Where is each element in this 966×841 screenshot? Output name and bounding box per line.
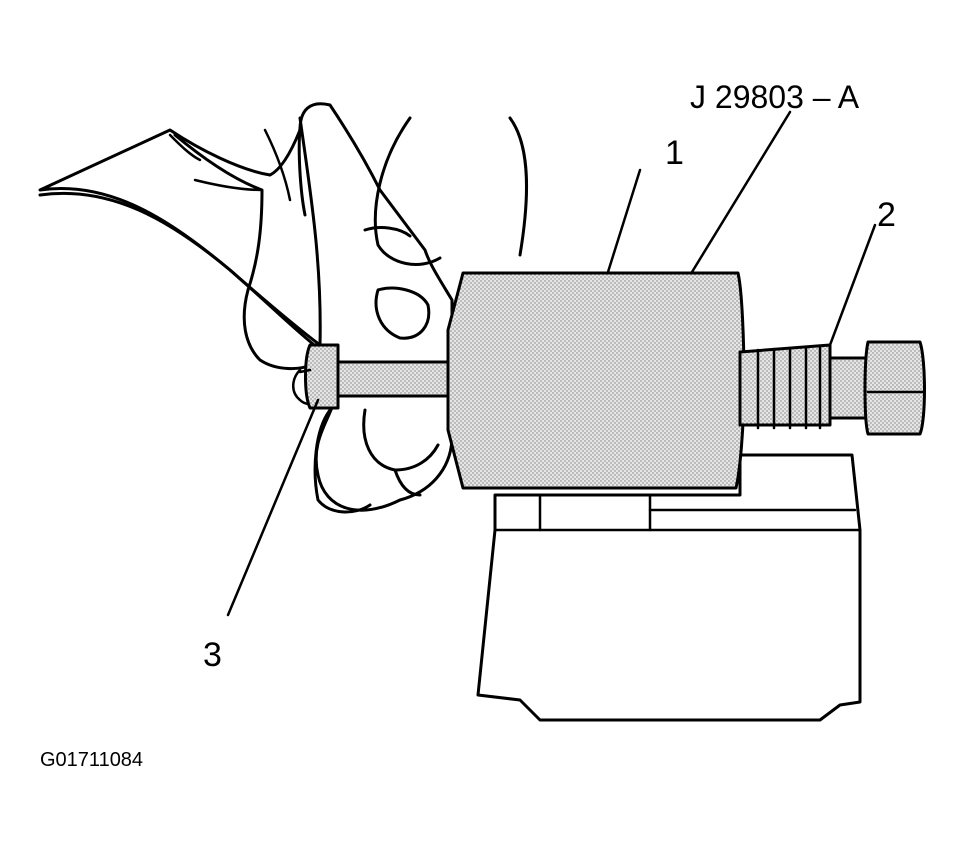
callout-2: 2 [877,196,896,234]
tool-number-label: J 29803 – A [690,79,860,115]
end-nut [863,340,926,436]
slide-weight [446,271,746,490]
threaded-section [738,343,832,430]
callout-3: 3 [203,636,222,674]
tool-tip [298,343,340,410]
housing-block [476,453,862,722]
tool-shaft [333,360,454,398]
figure-id: G01711084 [40,749,143,771]
hand-illustration [38,102,529,514]
rear-rod [828,356,870,420]
leader-lines [226,110,877,617]
callout-1: 1 [665,134,684,172]
